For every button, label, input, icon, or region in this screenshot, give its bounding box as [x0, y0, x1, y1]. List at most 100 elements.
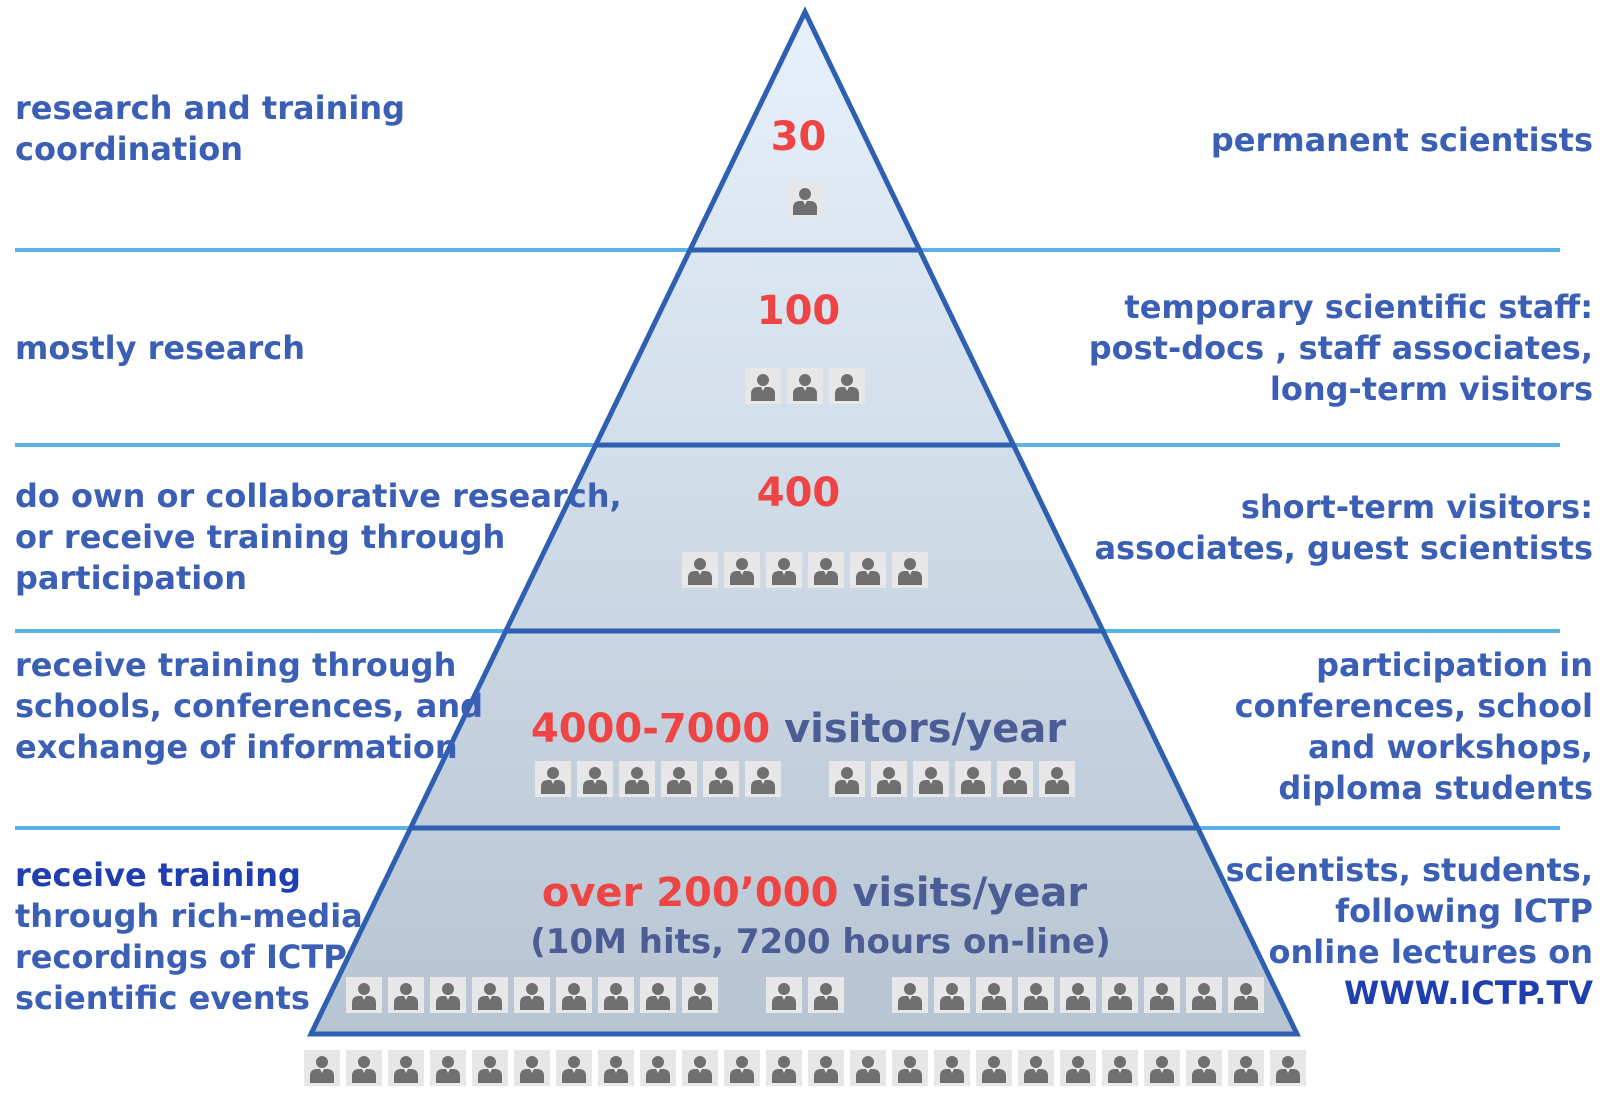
tier5-right-line3: online lectures on — [1268, 933, 1593, 971]
tier4-right-text: participation in conferences, school and… — [1235, 645, 1593, 809]
person-icon-tierbase-23 — [1270, 1050, 1306, 1086]
tier3-right-line2: associates, guest scientists — [1094, 529, 1593, 567]
person-icon-tierbase-8 — [640, 1050, 676, 1086]
person-icon-tierbase-7 — [598, 1050, 634, 1086]
person-icon-tierbase-19 — [1102, 1050, 1138, 1086]
tier3-left-line3: participation — [15, 559, 248, 597]
person-icon-tierbase-13 — [850, 1050, 886, 1086]
person-icon-tierbase-9 — [682, 1050, 718, 1086]
person-icon-tierbase-18 — [1060, 1050, 1096, 1086]
tier5-subtext: (10M hits, 7200 hours on-line) — [16, 922, 1609, 962]
tier3-right-text: short-term visitors: associates, guest s… — [1094, 487, 1593, 569]
pyramid-inner-lines — [412, 247, 1198, 831]
tier4-left-line3: exchange of information — [15, 728, 458, 766]
person-icon-tier2-0 — [745, 368, 781, 404]
person-icon-tier5-3 — [472, 977, 508, 1013]
person-icon-tier3-0 — [682, 552, 718, 588]
tier4-right-line3: and workshops, — [1308, 728, 1593, 766]
person-icon-tier3-2 — [766, 552, 802, 588]
tier2-left-line1: mostly research — [15, 329, 305, 367]
person-icon-tier4-9 — [955, 761, 991, 797]
tier5-count-unit: visits/year — [838, 870, 1088, 916]
person-icon-tier5-12 — [934, 977, 970, 1013]
tier1-right-line1: permanent scientists — [1210, 121, 1593, 159]
tier4-count-unit: visitors/year — [770, 706, 1067, 752]
person-icon-tier5-15 — [1060, 977, 1096, 1013]
person-icon-tierbase-6 — [556, 1050, 592, 1086]
person-icon-tier3-4 — [850, 552, 886, 588]
tier2-left-text: mostly research — [15, 328, 305, 369]
tier5-left-line2: through rich-media — [15, 897, 363, 935]
tier5-left-line1: receive training — [15, 856, 301, 894]
tier4-right-line4: diploma students — [1278, 769, 1593, 807]
person-icon-tierbase-3 — [430, 1050, 466, 1086]
person-icon-tier3-1 — [724, 552, 760, 588]
person-icon-tier1-0 — [787, 182, 823, 218]
tier1-left-line1: research and training — [15, 89, 405, 127]
tier2-right-line3: long-term visitors — [1269, 370, 1593, 408]
tier5-count: over 200’000 visits/year — [10, 870, 1609, 916]
tier2-right-line1: temporary scientific staff: — [1124, 288, 1593, 326]
person-icon-tierbase-15 — [934, 1050, 970, 1086]
tier5-left-line4: scientific events — [15, 979, 310, 1017]
tier4-right-line2: conferences, school — [1234, 687, 1593, 725]
person-icon-tierbase-5 — [514, 1050, 550, 1086]
person-icon-tier4-6 — [829, 761, 865, 797]
person-icon-tierbase-16 — [976, 1050, 1012, 1086]
person-icon-tier5-7 — [640, 977, 676, 1013]
tier2-right-text: temporary scientific staff: post-docs , … — [1089, 287, 1593, 410]
tier1-left-line2: coordination — [15, 130, 243, 168]
person-icon-tier4-7 — [871, 761, 907, 797]
person-icon-tier4-10 — [997, 761, 1033, 797]
person-icon-tier4-8 — [913, 761, 949, 797]
person-icon-tier5-10 — [808, 977, 844, 1013]
tier3-count: 400 — [0, 470, 1603, 516]
tier3-left-line1: do own or collaborative research, — [15, 477, 622, 515]
person-icon-tierbase-22 — [1228, 1050, 1264, 1086]
person-icon-tier5-8 — [682, 977, 718, 1013]
person-icon-tier5-6 — [598, 977, 634, 1013]
person-icon-tier5-16 — [1102, 977, 1138, 1013]
person-icon-tier5-9 — [766, 977, 802, 1013]
person-icon-tierbase-10 — [724, 1050, 760, 1086]
tier2-count: 100 — [0, 288, 1603, 334]
tier1-count-value: 30 — [770, 114, 827, 160]
person-icon-tierbase-2 — [388, 1050, 424, 1086]
person-icon-tier5-5 — [556, 977, 592, 1013]
person-icon-tier5-1 — [388, 977, 424, 1013]
person-icon-tier5-18 — [1186, 977, 1222, 1013]
person-icon-tierbase-0 — [304, 1050, 340, 1086]
person-icon-tier5-2 — [430, 977, 466, 1013]
person-icon-tierbase-20 — [1144, 1050, 1180, 1086]
person-icon-tier4-0 — [535, 761, 571, 797]
person-icon-tierbase-12 — [808, 1050, 844, 1086]
person-icon-tierbase-4 — [472, 1050, 508, 1086]
tier3-right-line1: short-term visitors: — [1240, 488, 1593, 526]
person-icon-tier3-3 — [808, 552, 844, 588]
person-icon-tier3-5 — [892, 552, 928, 588]
person-icon-tier4-3 — [661, 761, 697, 797]
person-icon-tier5-13 — [976, 977, 1012, 1013]
tier4-count: 4000-7000 visitors/year — [0, 706, 1603, 752]
tier4-left-line1: receive training through — [15, 646, 457, 684]
tier2-right-line2: post-docs , staff associates, — [1088, 329, 1593, 367]
person-icon-tier5-11 — [892, 977, 928, 1013]
person-icon-tier2-1 — [787, 368, 823, 404]
tier5-right-line2: following ICTP — [1335, 892, 1593, 930]
tier4-right-line1: participation in — [1316, 646, 1593, 684]
person-icon-tier5-14 — [1018, 977, 1054, 1013]
person-icon-tierbase-11 — [766, 1050, 802, 1086]
tier5-right-link[interactable]: WWW.ICTP.TV — [1344, 974, 1593, 1012]
person-icon-tier4-2 — [619, 761, 655, 797]
tier5-right-line1: scientists, students, — [1225, 851, 1593, 889]
tier5-count-value: over 200’000 — [541, 870, 839, 916]
tier1-count: 30 — [0, 114, 1603, 160]
person-icon-tier4-4 — [703, 761, 739, 797]
person-icon-tierbase-14 — [892, 1050, 928, 1086]
tier2-count-value: 100 — [756, 288, 841, 334]
person-icon-tier5-17 — [1144, 977, 1180, 1013]
person-icon-tier4-1 — [577, 761, 613, 797]
person-icon-tierbase-17 — [1018, 1050, 1054, 1086]
tier5-left-line3: recordings of ICTP — [15, 938, 347, 976]
